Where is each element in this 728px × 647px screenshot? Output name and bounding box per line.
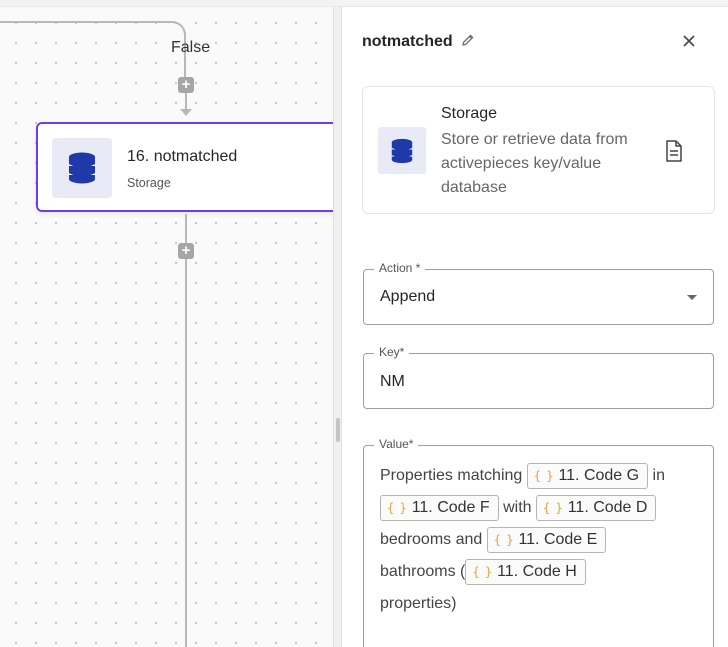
panel-divider bbox=[333, 7, 342, 647]
add-step-button-lower[interactable]: + bbox=[178, 243, 194, 259]
braces-icon: { } bbox=[472, 564, 492, 579]
chip-label: 11. Code D bbox=[567, 498, 648, 516]
chip-label: 11. Code H bbox=[497, 562, 577, 580]
piece-name: Storage bbox=[441, 105, 498, 122]
chip-label: 11. Code F bbox=[411, 498, 490, 516]
close-icon[interactable] bbox=[682, 34, 696, 53]
step-subtitle: Storage bbox=[127, 176, 171, 190]
value-text-segment: in bbox=[652, 467, 665, 484]
top-strip bbox=[0, 0, 728, 7]
value-label: Value* bbox=[374, 437, 419, 451]
resize-handle[interactable] bbox=[336, 418, 340, 442]
braces-icon: { } bbox=[387, 500, 407, 515]
piece-info-card: Storage Store or retrieve data from acti… bbox=[362, 86, 715, 214]
step-settings-panel: notmatched Storage Stor bbox=[342, 7, 728, 647]
braces-icon: { } bbox=[493, 532, 514, 547]
database-icon bbox=[52, 138, 112, 198]
data-reference-chip[interactable]: { } 11. Code F bbox=[380, 494, 499, 521]
edge-line-lower bbox=[185, 214, 187, 647]
value-text-segment: bedrooms and bbox=[380, 531, 483, 548]
chevron-down-icon bbox=[687, 295, 697, 300]
key-input[interactable]: Key* NM bbox=[363, 345, 714, 409]
panel-title: notmatched bbox=[362, 33, 453, 50]
document-icon[interactable] bbox=[665, 140, 683, 167]
data-reference-chip[interactable]: { } 11. Code D bbox=[536, 494, 657, 521]
data-reference-chip[interactable]: { } 11. Code E bbox=[486, 526, 607, 553]
value-content[interactable]: Properties matching { } 11. Code G in { }… bbox=[380, 460, 710, 620]
flow-canvas[interactable]: False + 16. notmatched Storage + bbox=[0, 7, 333, 647]
key-value: NM bbox=[380, 373, 405, 390]
chip-label: 11. Code G bbox=[558, 466, 640, 484]
branch-label: False bbox=[171, 39, 211, 56]
value-text-segment: bathrooms ( bbox=[380, 563, 466, 580]
action-select[interactable]: Action * Append bbox=[363, 261, 714, 325]
edge-line bbox=[185, 79, 187, 112]
pencil-icon[interactable] bbox=[461, 33, 475, 52]
step-title: 16. notmatched bbox=[127, 148, 238, 165]
data-reference-chip[interactable]: { } 11. Code G bbox=[526, 462, 649, 489]
arrow-head-icon bbox=[180, 109, 192, 116]
action-value: Append bbox=[380, 288, 436, 305]
braces-icon: { } bbox=[533, 468, 554, 483]
value-text-segment: with bbox=[503, 499, 532, 516]
database-icon bbox=[378, 127, 426, 174]
braces-icon: { } bbox=[543, 500, 563, 515]
data-reference-chip[interactable]: { } 11. Code H bbox=[465, 558, 586, 585]
value-text-segment: Properties matching bbox=[380, 467, 523, 484]
add-step-button[interactable]: + bbox=[178, 77, 194, 93]
plus-icon: + bbox=[181, 242, 191, 259]
action-label: Action * bbox=[374, 261, 426, 275]
chip-label: 11. Code E bbox=[518, 530, 598, 548]
branch-edge bbox=[0, 21, 186, 81]
value-input[interactable]: Value* Properties matching { } 11. Code G… bbox=[363, 437, 714, 647]
plus-icon: + bbox=[181, 76, 191, 93]
value-text-segment: properties) bbox=[380, 595, 457, 612]
key-label: Key* bbox=[374, 345, 410, 359]
step-card[interactable]: 16. notmatched Storage bbox=[36, 122, 333, 212]
piece-description: Store or retrieve data from activepieces… bbox=[441, 131, 628, 196]
